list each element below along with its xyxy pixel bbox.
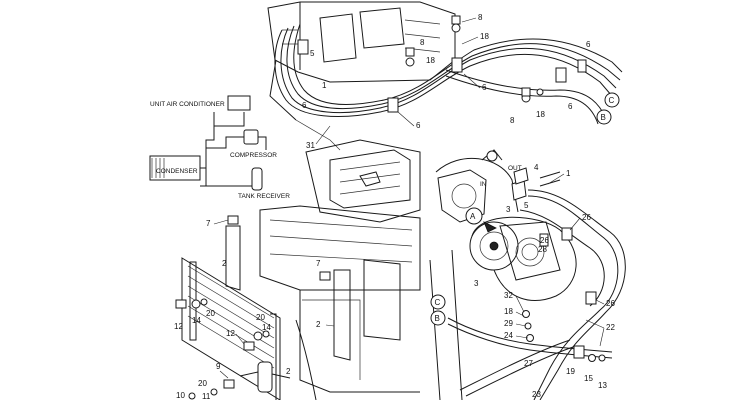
compressor-assembly — [435, 149, 577, 301]
callout-number: 20 — [256, 313, 265, 322]
callout-number: 1 — [322, 81, 327, 90]
callout-number: 23 — [532, 390, 541, 399]
callout-number: 2 — [316, 320, 321, 329]
refrigerant-schematic: UNIT AIR CONDITIONER CONDENSER COMPRESSO… — [149, 95, 290, 200]
callout-number: 19 — [566, 367, 575, 376]
callout-number: 6 — [482, 83, 487, 92]
connector-label: B — [601, 113, 606, 122]
callout-number: 13 — [598, 381, 607, 390]
callout-number: 8 — [420, 38, 425, 47]
callout-numbers: 8 18 8 18 6 5 1 6 6 8 18 6 6 31 4 5 1 3 … — [174, 13, 615, 400]
tank-receiver-label: TANK RECEIVER — [238, 193, 290, 200]
port-out-label: OUT — [508, 165, 522, 172]
callout-number: 32 — [504, 291, 513, 300]
connector-label: C — [435, 298, 441, 307]
callout-number: 3 — [474, 279, 479, 288]
callout-number: 2 — [286, 367, 291, 376]
callout-number: 6 — [586, 40, 591, 49]
callout-number: 29 — [504, 319, 513, 328]
callout-number: 6 — [416, 121, 421, 130]
callout-number: 9 — [216, 362, 221, 371]
callout-number: 18 — [504, 307, 513, 316]
unit-ac-label: UNIT AIR CONDITIONER — [150, 101, 225, 108]
connector-c-lower: C — [430, 294, 446, 310]
center-engine — [259, 139, 463, 400]
upper-clamps — [297, 15, 587, 113]
connector-label: B — [435, 314, 440, 323]
right-hose-run — [447, 171, 626, 400]
condenser-box — [149, 155, 201, 181]
compressor-label: COMPRESSOR — [230, 152, 277, 159]
tank-receiver-box — [251, 167, 263, 191]
connector-c-top: C — [604, 92, 620, 108]
connector-label: C — [609, 96, 615, 105]
callout-number: 27 — [524, 359, 533, 368]
callout-number: 26 — [582, 213, 591, 222]
bracket-left — [225, 225, 241, 291]
callout-number: 26 — [540, 236, 549, 245]
condenser-assembly — [181, 225, 351, 400]
port-in-label: IN — [480, 181, 487, 188]
unit-ac-box — [227, 95, 251, 111]
callout-number: 22 — [606, 323, 615, 332]
callout-number: 3 — [506, 205, 511, 214]
callout-number: 11 — [202, 392, 211, 400]
connector-a-middle: A — [465, 207, 497, 233]
connector-b-lower: B — [430, 310, 446, 326]
callout-number: 20 — [206, 309, 215, 318]
callout-number: 5 — [524, 201, 529, 210]
callout-number: 18 — [536, 110, 545, 119]
compressor-box — [243, 129, 259, 145]
condenser-label: CONDENSER — [156, 168, 198, 175]
callout-number: 7 — [206, 219, 211, 228]
callout-number: 18 — [426, 56, 435, 65]
callout-number: 12 — [226, 329, 235, 338]
upper-engine-block — [267, 1, 456, 151]
callout-number: 7 — [316, 259, 321, 268]
callout-number: 26 — [606, 299, 615, 308]
callout-number: 2 — [222, 259, 227, 268]
callout-number: 18 — [480, 32, 489, 41]
callout-number: 6 — [302, 101, 307, 110]
callout-number: 12 — [174, 322, 183, 331]
callout-number: 14 — [262, 323, 271, 332]
callout-number: 6 — [568, 102, 573, 111]
bracket-right — [333, 269, 351, 361]
callout-number: 20 — [198, 379, 207, 388]
callout-number: 5 — [310, 49, 315, 58]
callout-number: 28 — [538, 245, 547, 254]
callout-number: 8 — [510, 116, 515, 125]
tank-receiver — [257, 361, 273, 393]
upper-hose-run — [274, 23, 623, 125]
callout-number: 15 — [584, 374, 593, 383]
callout-number: 4 — [534, 163, 539, 172]
connector-b-top: B — [596, 109, 612, 125]
callout-number: 10 — [176, 391, 185, 400]
connector-label: A — [470, 212, 476, 221]
lower-left-fasteners — [175, 215, 331, 400]
callout-number: 1 — [566, 169, 571, 178]
callout-number: 24 — [504, 331, 513, 340]
callout-number: 14 — [192, 316, 201, 325]
callout-number: 8 — [478, 13, 483, 22]
callout-number: 31 — [306, 141, 315, 150]
